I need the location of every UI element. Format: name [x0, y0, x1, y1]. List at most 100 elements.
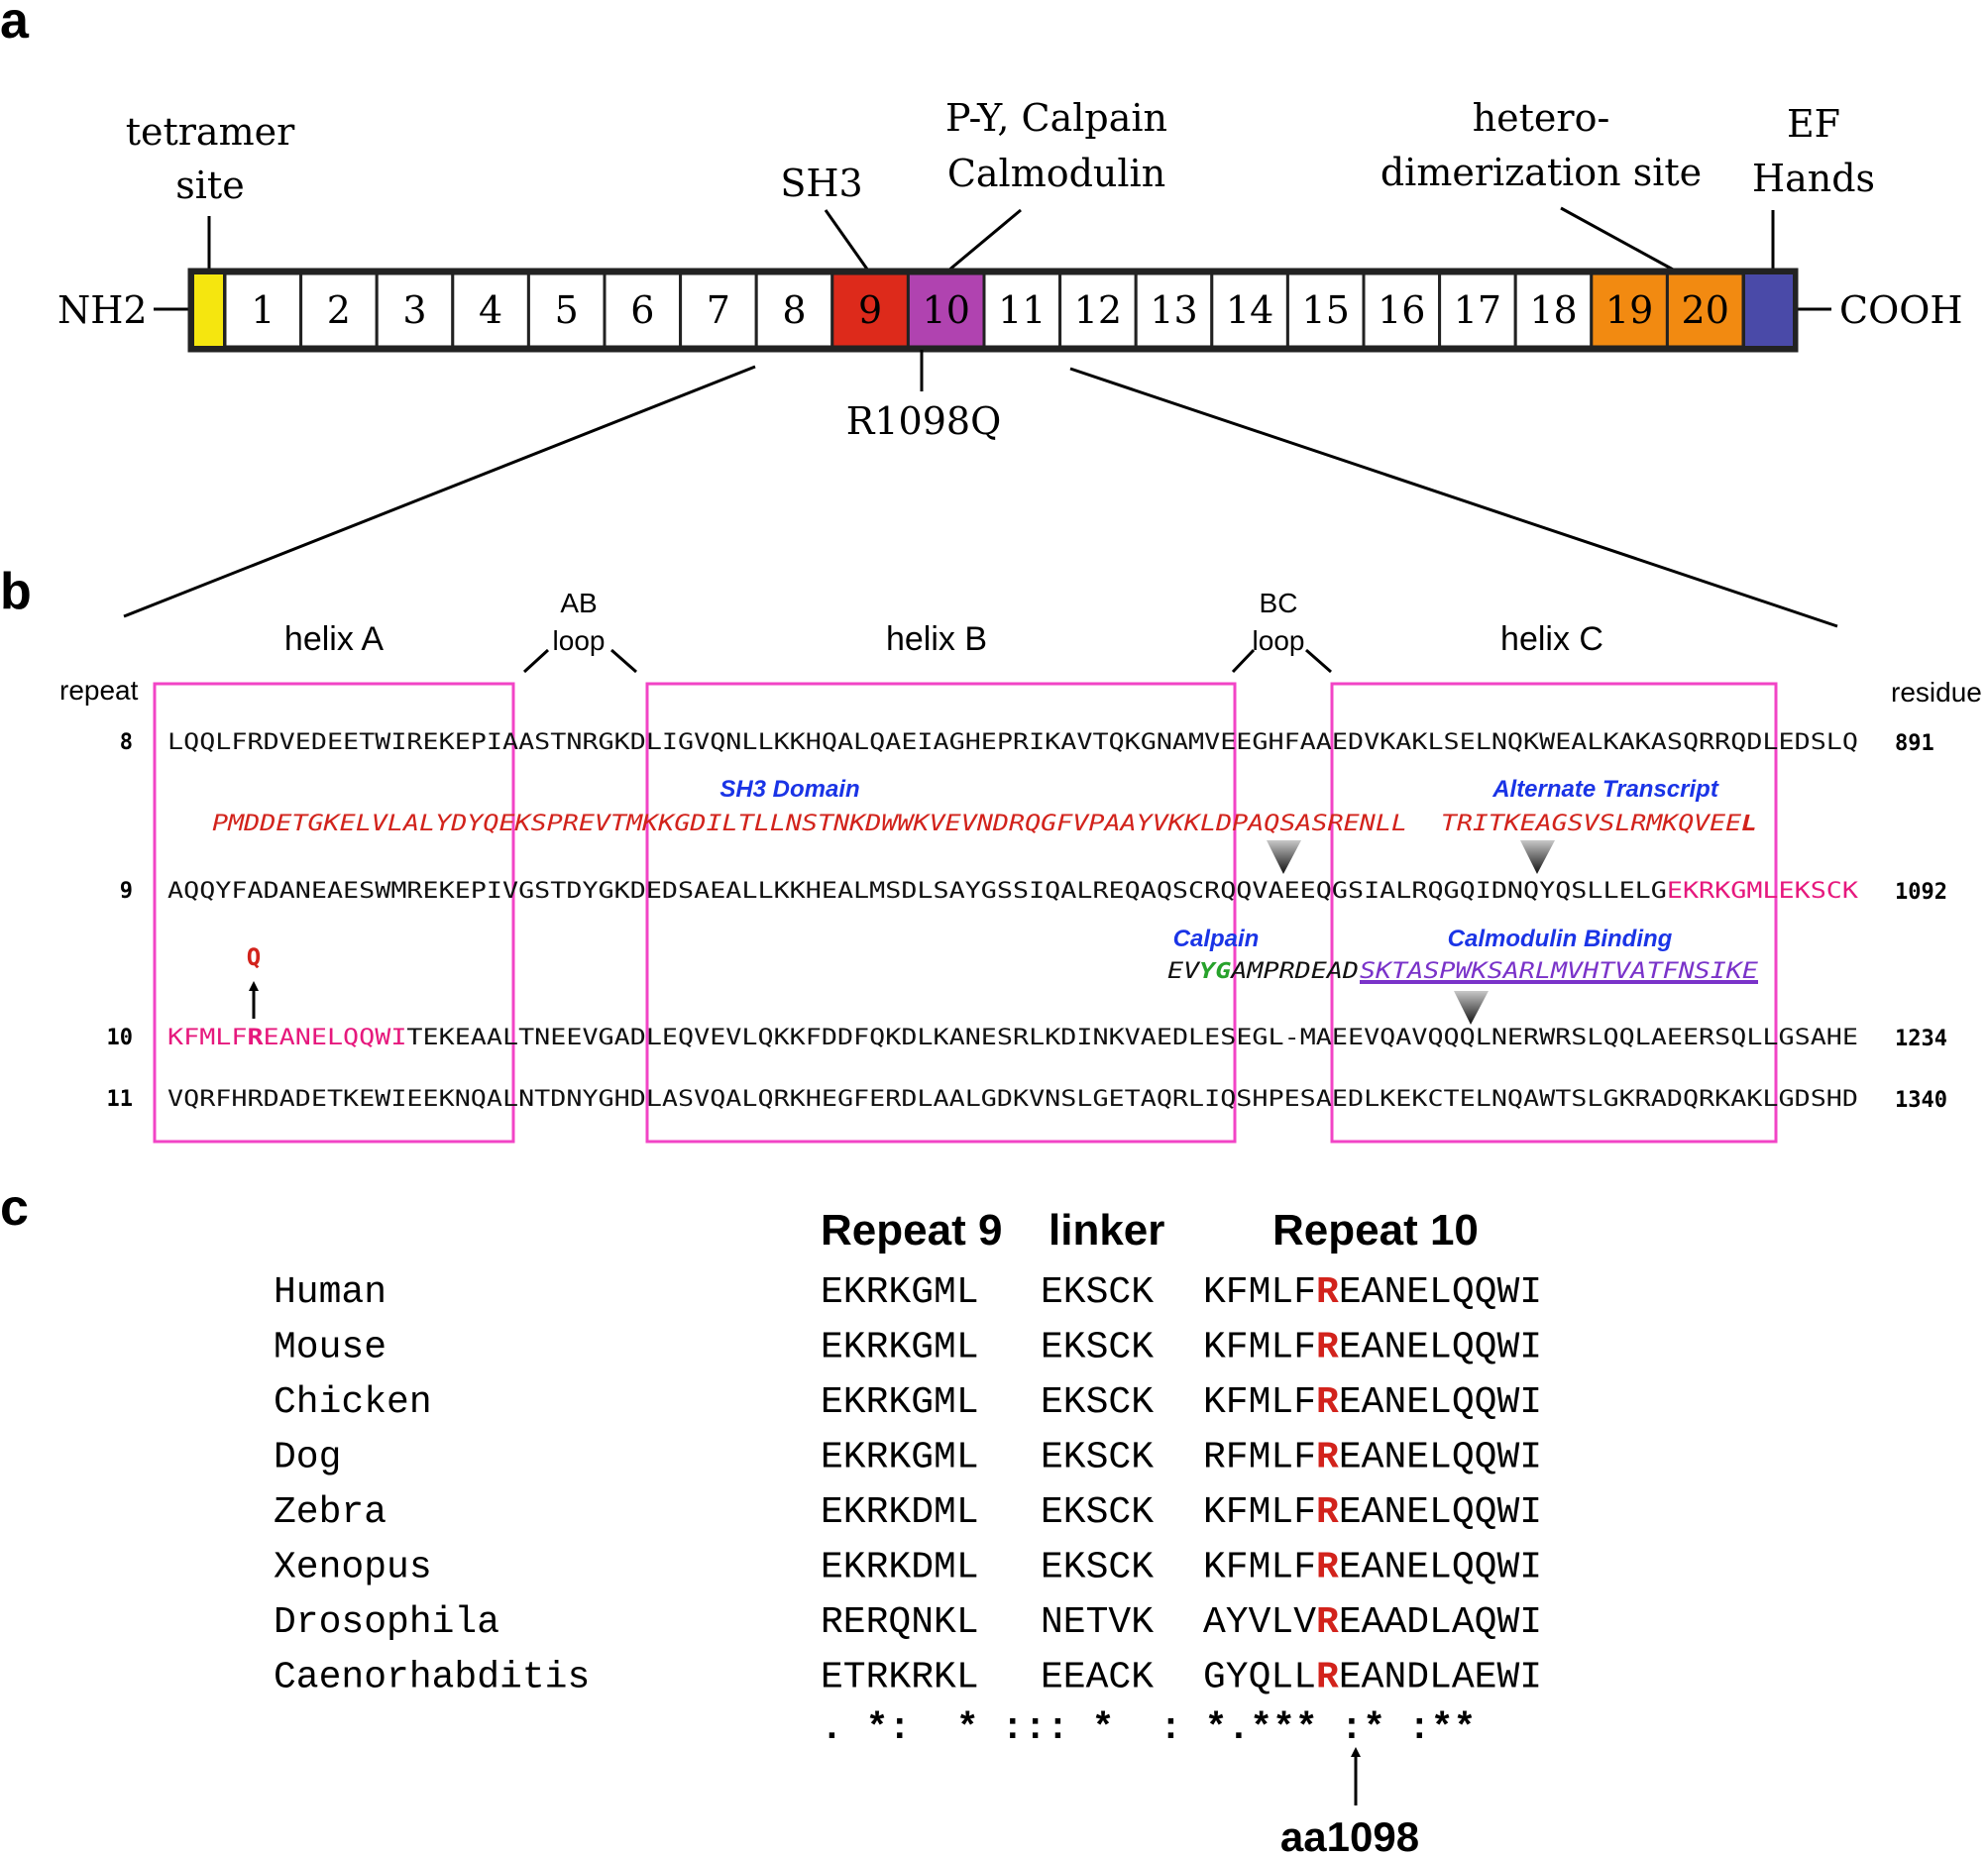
ef-label-line2: Hands	[1752, 157, 1875, 200]
helix-b-box	[645, 682, 1237, 1144]
repeat9-sequence: ETRKRKL	[821, 1657, 979, 1699]
repeat-label-12: 12	[1074, 288, 1122, 332]
repeat-box-14	[1210, 272, 1289, 349]
repeat9-sequence: EKRKGML	[821, 1381, 979, 1424]
calmodulin-insertion-marker	[1454, 991, 1489, 1025]
conserved-arginine: R	[1316, 1271, 1339, 1314]
repeat9-sequence: EKRKDML	[821, 1547, 979, 1589]
repeat-label-15: 15	[1302, 288, 1350, 332]
sh3-label: SH3	[780, 162, 862, 205]
conserved-arginine: R	[1316, 1327, 1339, 1369]
helix-c-label: helix C	[1500, 620, 1603, 658]
linker-sequence: EKSCK	[1041, 1491, 1154, 1534]
repeat-header: repeat	[59, 675, 139, 706]
conserved-arginine: R	[1316, 1491, 1339, 1534]
panel-a: tetramer site SH3 P-Y, Calpain Calmoduli…	[57, 96, 1963, 628]
sh3-insertion-marker	[1267, 840, 1301, 874]
repeat9-sequence: EKRKGML	[821, 1437, 979, 1479]
repeat9-sequence: EKRKGML	[821, 1271, 979, 1314]
hetero-label-line2: dimerization site	[1381, 151, 1702, 194]
species-name: Mouse	[274, 1327, 387, 1369]
tetramer-label-line2: site	[175, 164, 244, 207]
linker-sequence: EEACK	[1041, 1657, 1154, 1699]
repeat-label-8: 8	[782, 288, 806, 332]
helix-a-box	[153, 682, 515, 1144]
sequence-repeat-11: VQRFHRDADETKEWIEEKNQALNTDNYGHDLASVQALQRK…	[167, 1086, 1858, 1112]
residue-1234: 1234	[1895, 1027, 1947, 1051]
repeat-box-8	[754, 272, 834, 349]
repeat-label-5: 5	[555, 288, 579, 332]
repeat-label-11: 11	[998, 288, 1046, 332]
conserved-arginine: R	[1316, 1547, 1339, 1589]
sh3-domain-label: SH3 Domain	[719, 776, 859, 803]
species-name: Caenorhabditis	[274, 1657, 590, 1699]
repeat10-sequence: KFMLFREANELQQWI	[1203, 1327, 1542, 1369]
repeat10-sequence: GYQLLREANDLAEWI	[1203, 1657, 1542, 1699]
repeat-box-1	[223, 272, 303, 349]
calmodulin-binding-label: Calmodulin Binding	[1448, 926, 1673, 952]
residue-header: residue	[1891, 677, 1982, 708]
repeat-label-3: 3	[402, 288, 426, 332]
helix-b-label: helix B	[886, 620, 987, 658]
repeat-box-10	[906, 272, 986, 349]
sequence-repeat-9: AQQYFADANEAESWMREKEPIVGSTDYGKDEDSAEALLKK…	[167, 878, 1859, 904]
panel-b: helix A helix B helix C AB loop BC loop …	[59, 588, 1982, 1144]
linker-sequence: EKSCK	[1041, 1547, 1154, 1589]
ef-label-line1: EF	[1787, 102, 1840, 146]
repeat-box-16	[1362, 272, 1442, 349]
repeat-label-16: 16	[1378, 288, 1425, 332]
residue-891: 891	[1895, 731, 1934, 756]
ab-loop-label-2: loop	[553, 625, 606, 656]
repeat10-sequence: KFMLFREANELQQWI	[1203, 1381, 1542, 1424]
py-calpain-label: P-Y, Calpain	[945, 96, 1167, 140]
conserved-arginine: R	[1316, 1601, 1339, 1644]
species-name: Chicken	[274, 1381, 432, 1424]
linker-sequence: EKSCK	[1041, 1437, 1154, 1479]
repeat-label-7: 7	[707, 288, 730, 332]
repeat-box-18	[1513, 272, 1594, 349]
helix-c-box	[1330, 682, 1778, 1144]
repeat-label-19: 19	[1605, 288, 1653, 332]
calpain-label: Calpain	[1173, 926, 1260, 952]
conserved-arginine: R	[1316, 1381, 1339, 1424]
residue-1340: 1340	[1895, 1088, 1947, 1113]
helix-a-label: helix A	[284, 620, 384, 658]
repeat-number-9: 9	[120, 879, 133, 904]
residue-1092: 1092	[1895, 880, 1947, 905]
calmodulin-label: Calmodulin	[947, 152, 1165, 195]
bc-loop-label-2: loop	[1253, 625, 1305, 656]
repeat10-sequence: KFMLFREANELQQWI	[1203, 1547, 1542, 1589]
mutant-residue-q: Q	[247, 943, 261, 971]
repeat-box-2	[299, 272, 379, 349]
bc-loop-label-1: BC	[1260, 588, 1298, 618]
panel-a-letter: a	[0, 0, 30, 50]
repeat-label-1: 1	[251, 288, 275, 332]
repeat9-sequence: EKRKDML	[821, 1491, 979, 1534]
repeat-label-17: 17	[1454, 288, 1501, 332]
repeat10-sequence: KFMLFREANELQQWI	[1203, 1271, 1542, 1314]
header-linker: linker	[1049, 1206, 1164, 1255]
repeat10-sequence: AYVLVREAADLAQWI	[1203, 1601, 1542, 1644]
calmodulin-binding-sequence: SKTASPWKSARLMVHTVATFNSIKE	[1360, 958, 1759, 984]
repeat-box-13	[1134, 272, 1214, 349]
repeat-number-8: 8	[120, 730, 133, 755]
nh2-label: NH2	[57, 288, 148, 332]
panel-c-letter: c	[0, 1179, 29, 1237]
sh3-insert-sequence: PMDDETGKELVLALYDYQEKSPREVTMKKGDILTLLNSTN…	[212, 811, 1407, 836]
mutation-label: R1098Q	[846, 399, 1001, 443]
repeat-label-14: 14	[1226, 288, 1273, 332]
repeat-box-15	[1285, 272, 1366, 349]
conserved-arginine: R	[1316, 1657, 1339, 1699]
species-name: Human	[274, 1271, 387, 1314]
tetramer-label-line1: tetramer	[126, 110, 295, 154]
repeat-number-11: 11	[107, 1087, 134, 1112]
repeat-label-13: 13	[1150, 288, 1197, 332]
ef-hands-box	[1743, 273, 1795, 348]
panel-b-letter: b	[0, 563, 32, 620]
